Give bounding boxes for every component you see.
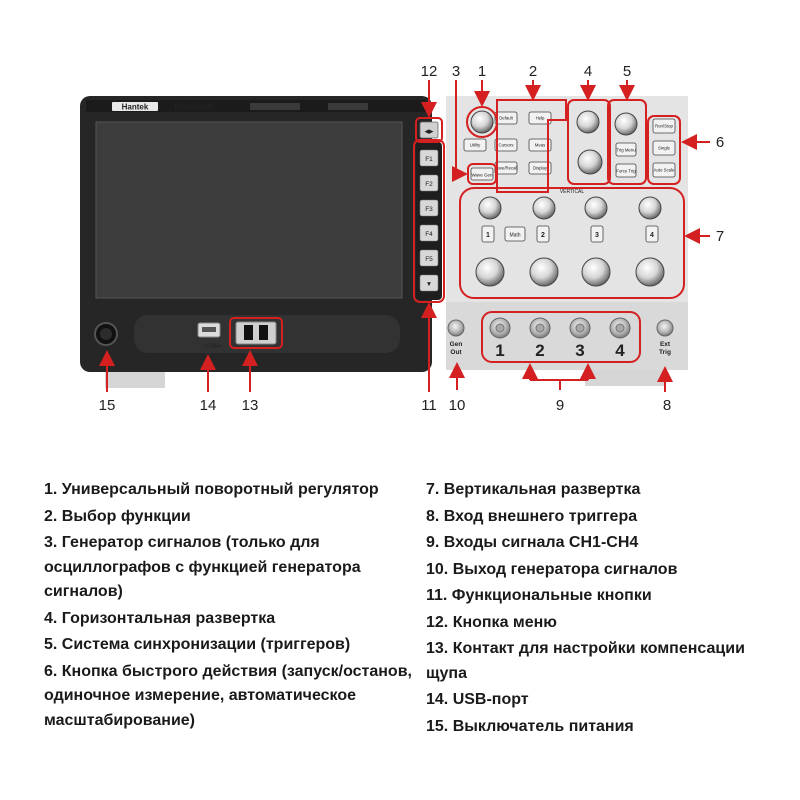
- vertical-position-knob[interactable]: [533, 197, 555, 219]
- vertical-position-knob[interactable]: [585, 197, 607, 219]
- callout-number: 1: [478, 63, 486, 80]
- bnc-center: [616, 324, 624, 332]
- legend-item: 5. Система синхронизации (триггеров): [44, 633, 414, 658]
- legend-item: 3. Генератор сигналов (только для осцилл…: [44, 531, 414, 605]
- callout-number: 8: [663, 397, 671, 414]
- legend-item: 14. USB-порт: [426, 688, 786, 713]
- volts-div-knob[interactable]: [476, 258, 504, 286]
- probe-comp-pin-2: [259, 325, 268, 340]
- spec-text-1: [250, 103, 300, 110]
- gen-out-connector[interactable]: [448, 320, 464, 336]
- channel-button-label: 1: [486, 232, 490, 239]
- callout-number: 4: [584, 63, 592, 80]
- horizontal-position-knob[interactable]: [577, 111, 599, 133]
- menu-button-glyph: ◂▸: [424, 126, 434, 136]
- legend-item: 6. Кнопка быстрого действия (запуск/оста…: [44, 660, 414, 734]
- foot-right: [585, 368, 665, 386]
- channel-button-label: 2: [541, 232, 545, 239]
- callout-number: 11: [421, 397, 437, 414]
- vertical-position-knob[interactable]: [479, 197, 501, 219]
- callout-number: 13: [242, 397, 259, 414]
- function-button-label: Meas: [535, 143, 546, 148]
- callout-number: 6: [716, 134, 724, 151]
- volts-div-knob[interactable]: [636, 258, 664, 286]
- quick-action-label: Single: [658, 146, 671, 151]
- channel-number: 2: [535, 341, 544, 360]
- function-button-label: Default: [499, 116, 513, 121]
- quick-action-label: Auto Scale: [654, 168, 675, 173]
- ext-trig-connector[interactable]: [657, 320, 673, 336]
- trig-menu-label: Trig Menu: [616, 148, 636, 153]
- channel-number: 1: [495, 341, 504, 360]
- legend-item: 15. Выключатель питания: [426, 715, 786, 740]
- model-label: DSO4084C: [175, 103, 216, 112]
- probe-comp-terminal[interactable]: [236, 322, 276, 344]
- legend-item: 9. Входы сигнала CH1-CH4: [426, 531, 786, 556]
- force-trig-label: Force Trig: [616, 169, 636, 174]
- vertical-label: VERTICAL: [560, 189, 585, 195]
- f-key-label: ▼: [426, 281, 432, 288]
- function-button-label: Display: [533, 166, 548, 171]
- function-button-label: Cursors: [498, 143, 513, 148]
- trigger-level-knob[interactable]: [615, 113, 637, 135]
- function-button-label: Help: [536, 116, 545, 121]
- universal-knob[interactable]: [471, 111, 493, 133]
- legend-item: 10. Выход генератора сигналов: [426, 558, 786, 583]
- legend-item: 2. Выбор функции: [44, 505, 414, 530]
- callout-number: 3: [452, 63, 460, 80]
- legend-item: 7. Вертикальная развертка: [426, 478, 786, 503]
- spec-text-2: [328, 103, 368, 110]
- ext-trig-label-2: Trig: [659, 349, 671, 356]
- callout-number: 15: [99, 397, 116, 414]
- callout-number: 10: [449, 397, 466, 414]
- channel-number: 3: [575, 341, 584, 360]
- legend-item: 1. Универсальный поворотный регулятор: [44, 478, 414, 503]
- horizontal-scale-knob[interactable]: [578, 150, 602, 174]
- callout-number: 2: [529, 63, 537, 80]
- legend-item: 13. Контакт для настройки компенсации щу…: [426, 637, 786, 686]
- usb-label: USB: [204, 344, 216, 350]
- legend-item: 11. Функциональные кнопки: [426, 584, 786, 609]
- f-key-label: F1: [425, 156, 433, 163]
- gen-out-label: Gen: [450, 341, 463, 348]
- usb-icon: ⇌: [216, 344, 221, 350]
- volts-div-knob[interactable]: [530, 258, 558, 286]
- channel-button-label: 4: [650, 232, 654, 239]
- legend-item: 8. Вход внешнего триггера: [426, 505, 786, 530]
- probe-comp-pin-1: [244, 325, 253, 340]
- channel-number: 4: [615, 341, 625, 360]
- ext-trig-label: Ext: [660, 341, 671, 348]
- f-key-label: F2: [425, 181, 433, 188]
- callout-number: 5: [623, 63, 631, 80]
- usb-port-slot: [202, 327, 216, 332]
- lcd-screen: [96, 122, 402, 298]
- callout-number: 7: [716, 228, 724, 245]
- bnc-center: [576, 324, 584, 332]
- callout-number: 12: [421, 63, 438, 80]
- f-key-label: F5: [425, 256, 433, 263]
- channel-button-label: 3: [595, 232, 599, 239]
- wave-gen-label: Wave Gen: [471, 173, 493, 178]
- gen-out-label-2: Out: [450, 349, 462, 356]
- legend-item: 4. Горизонтальная развертка: [44, 607, 414, 632]
- function-button-label: Utility: [470, 143, 481, 148]
- bnc-center: [496, 324, 504, 332]
- math-button-label: Math: [509, 233, 520, 239]
- volts-div-knob[interactable]: [582, 258, 610, 286]
- bnc-center: [536, 324, 544, 332]
- f-key-label: F3: [425, 206, 433, 213]
- brand-label: Hantek: [122, 103, 149, 112]
- foot-left: [105, 372, 165, 388]
- legend-right: 7. Вертикальная развертка8. Вход внешнег…: [426, 478, 786, 741]
- callout-number: 9: [556, 397, 564, 414]
- legend-item: 12. Кнопка меню: [426, 611, 786, 636]
- callout-number: 14: [200, 397, 217, 414]
- quick-action-label: Run/Stop: [655, 124, 674, 129]
- power-button-inner: [100, 328, 112, 340]
- f-key-label: F4: [425, 231, 433, 238]
- vertical-position-knob[interactable]: [639, 197, 661, 219]
